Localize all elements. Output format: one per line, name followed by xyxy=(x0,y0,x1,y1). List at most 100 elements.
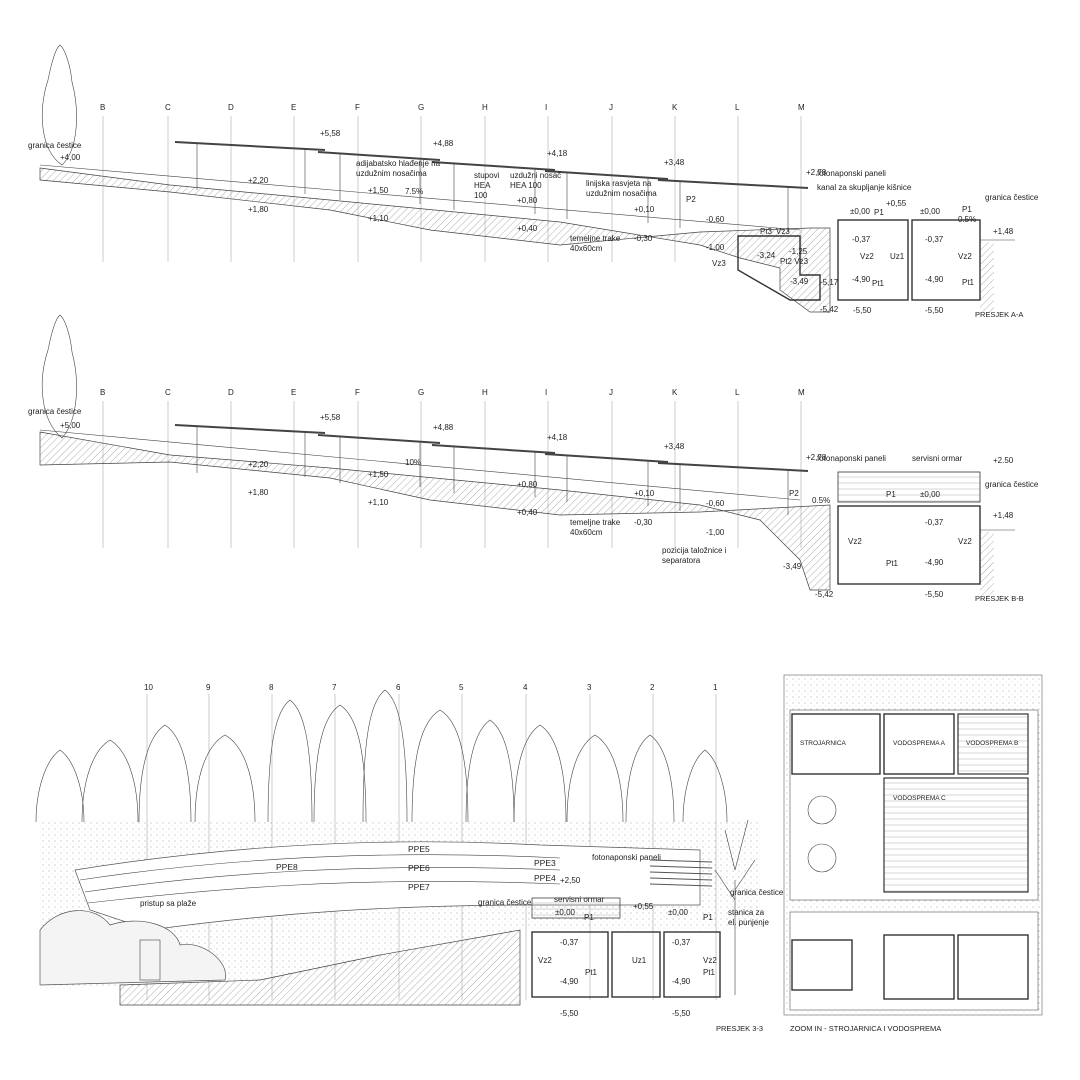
background-tree-1 xyxy=(35,749,85,823)
room-vz2a-aa: Vz2 xyxy=(860,252,874,261)
level-010-bb: +0,10 xyxy=(634,489,655,498)
note-pv-33: fotonaponski paneli xyxy=(592,853,661,862)
background-trees xyxy=(35,689,728,823)
pv-panel-33-5 xyxy=(649,883,713,887)
level-m490b-33: -4,90 xyxy=(672,977,691,986)
note-pv-bb: fotonaponski paneli xyxy=(817,454,886,463)
background-tree-5 xyxy=(267,699,313,823)
background-tree-11 xyxy=(566,734,624,823)
aa-grid-label-b: B xyxy=(100,103,105,112)
stair-33 xyxy=(139,939,161,981)
room-pt1b-aa: Pt1 xyxy=(962,278,975,287)
zoom-tag-vodosprema-c: VODOSPREMA C xyxy=(893,795,946,802)
room-pt3-aa: Pt3 xyxy=(760,227,773,236)
level-f4-aa: +3,48 xyxy=(664,158,685,167)
pv-panel-33-4 xyxy=(649,877,713,881)
bb-grid-label-l: L xyxy=(735,388,740,397)
room-pt1a-33: Pt1 xyxy=(585,968,598,977)
room-p1-aa: P1 xyxy=(874,208,884,217)
g33-grid-label-10: 10 xyxy=(144,683,153,692)
room-vz2a-33: Vz2 xyxy=(538,956,552,965)
room-pt1a-aa: Pt1 xyxy=(872,279,885,288)
level-110-aa: +1,10 xyxy=(368,214,389,223)
aa-grid-label-e: E xyxy=(291,103,296,112)
background-tree-4 xyxy=(194,734,256,823)
level-m100-bb: -1,00 xyxy=(706,528,725,537)
level-m100-aa: -1,00 xyxy=(706,243,725,252)
bb-grid-label-d: D xyxy=(228,388,234,397)
title-zoom: ZOOM IN - STROJARNICA I VODOSPREMA xyxy=(790,1024,941,1033)
level-m030-bb: -0,30 xyxy=(634,518,653,527)
note-beach-33: pristup sa plaže xyxy=(140,899,197,908)
zoom-vodosprema-b xyxy=(957,713,1029,775)
zoom-section-tank-1 xyxy=(791,939,853,991)
aa-grid-label-f: F xyxy=(355,103,360,112)
background-tree-13 xyxy=(682,749,728,823)
cypress-tree xyxy=(41,44,77,166)
bb-pv-panel-1 xyxy=(174,424,326,434)
aa-grid-label-d: D xyxy=(228,103,234,112)
room-vz2b-33: Vz2 xyxy=(703,956,717,965)
zoom-tag-vodosprema-a: VODOSPREMA A xyxy=(893,740,946,747)
bb-grid-label-g: G xyxy=(418,388,424,397)
room-pt1b-33: Pt1 xyxy=(703,968,716,977)
aa-grid-label-m: M xyxy=(798,103,805,112)
level-m490a-aa: -4,90 xyxy=(852,275,871,284)
g33-grid-label-2: 2 xyxy=(650,683,655,692)
aa-pv-panel-1 xyxy=(174,141,326,151)
aa-grid-label-c: C xyxy=(165,103,171,112)
level-m490a-33: -4,90 xyxy=(560,977,579,986)
earth-right-aa xyxy=(980,242,994,312)
level-148-aa: +1,48 xyxy=(993,227,1014,236)
g33-grid-label-5: 5 xyxy=(459,683,464,692)
level-f5-aa: +2,78 xyxy=(806,168,827,177)
background-tree-9 xyxy=(465,719,515,823)
rocks xyxy=(39,910,226,986)
note-gutter-aa: kanal za skupljanje kišnice xyxy=(817,183,912,192)
bb-pv-panel-4 xyxy=(544,453,669,463)
room-p1a-33: P1 xyxy=(584,913,594,922)
bb-grid-label-h: H xyxy=(482,388,488,397)
level-040-aa: +0,40 xyxy=(517,224,538,233)
level-m550-bb: -5,50 xyxy=(925,590,944,599)
tree-right-33 xyxy=(714,819,756,995)
roof-line-2 xyxy=(84,867,561,893)
zoom-tank-circle-1 xyxy=(807,795,837,825)
tank-vz2-aa xyxy=(837,219,909,301)
level-150-aa: +1,50 xyxy=(368,186,389,195)
room-p1b-33: P1 xyxy=(703,913,713,922)
ppe6-label: PPE6 xyxy=(408,863,430,873)
level-080-bb: +0,80 xyxy=(517,480,538,489)
bb-pv-panel-5 xyxy=(657,462,809,472)
ppe5-label: PPE5 xyxy=(408,844,430,854)
level-000a-33: ±0,00 xyxy=(555,908,576,917)
roof-line-1 xyxy=(79,854,561,881)
parcel-right-aa: granica čestice xyxy=(985,193,1039,202)
aa-grid-label-h: H xyxy=(482,103,488,112)
zoom-tag-strojarnica: STROJARNICA xyxy=(800,740,847,747)
aa-pv-panel-2 xyxy=(317,151,441,161)
ppe7-label: PPE7 xyxy=(408,882,430,892)
slope-roof-aa: 0.5% xyxy=(958,215,976,224)
g33-grid-label-8: 8 xyxy=(269,683,274,692)
level-080-aa: +0,80 xyxy=(517,196,538,205)
level-000b-aa: ±0,00 xyxy=(920,207,941,216)
level-left-aa: +4,00 xyxy=(60,153,81,162)
room-vz2b-bb: Vz2 xyxy=(958,537,972,546)
slope-aa: 7.5% xyxy=(405,187,423,196)
g33-grid-label-1: 1 xyxy=(713,683,718,692)
level-m349-bb: -3,49 xyxy=(783,562,802,571)
zoom-section-area xyxy=(789,911,1039,1011)
zoom-tank-circle-2 xyxy=(807,843,837,873)
level-f1-bb: +5,58 xyxy=(320,413,341,422)
level-220-bb: +2,20 xyxy=(248,460,269,469)
title-33: PRESJEK 3-3 xyxy=(716,1024,763,1033)
room-vz3a-aa: Vz3 xyxy=(776,227,790,236)
room-p2-bb: P2 xyxy=(789,489,799,498)
